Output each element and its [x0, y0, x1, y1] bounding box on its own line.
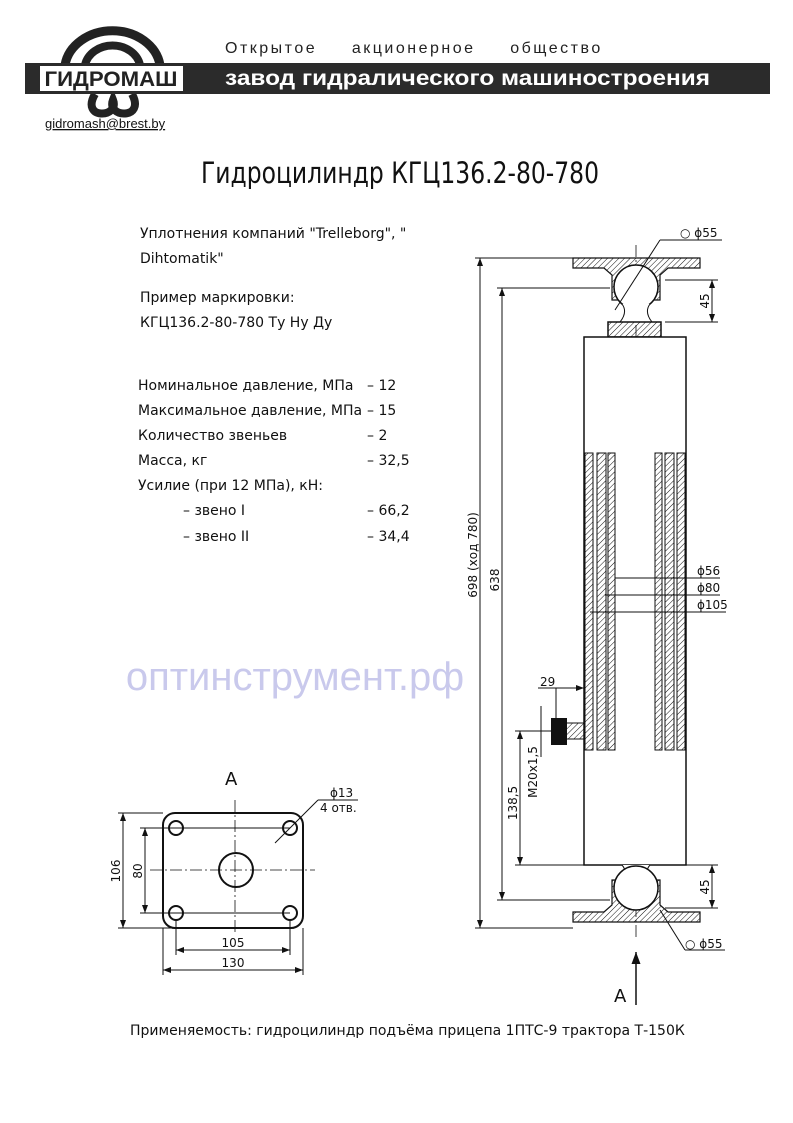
dim-638: 638	[488, 569, 502, 592]
dim-45-bottom: 45	[698, 879, 712, 894]
spec-value: – 34,4	[367, 529, 410, 545]
spec-label: Масса, кг	[138, 453, 207, 469]
email-link[interactable]: gidromash@brest.by	[45, 116, 166, 131]
top-neck	[618, 303, 654, 323]
spec-value: – 12	[367, 378, 396, 394]
marking-label: Пример маркировки:	[140, 290, 295, 306]
spec-value: – 2	[367, 428, 387, 444]
spec-label: Номинальное давление, МПа	[138, 378, 354, 394]
view-a-arrow-label: А	[614, 986, 627, 1007]
dim-29: 29	[540, 675, 555, 689]
dim-45-top: 45	[698, 293, 712, 308]
applicability-note: Применяемость: гидроцилиндр подъёма приц…	[130, 1023, 685, 1039]
port-thread-label: M20x1,5	[526, 746, 540, 798]
seals-line-2: Dihtomatik"	[140, 251, 224, 267]
page-title: Гидроцилиндр КГЦ136.2-80-780	[201, 156, 599, 190]
dim-130: 130	[222, 956, 245, 970]
dim-138-5: 138,5	[506, 786, 520, 820]
spec-label: Усилие (при 12 МПа), кН:	[138, 478, 323, 494]
top-gland	[607, 321, 662, 338]
spec-label: – звено II	[183, 529, 249, 545]
company-name: завод гидралического машиностроения	[225, 67, 710, 90]
dim-total-length: 698 (ход 780)	[466, 512, 480, 598]
spec-label: Максимальное давление, МПа	[138, 403, 362, 419]
company-header: ГИДРОМАШ Открытое акционерное общество з…	[25, 26, 770, 131]
spec-label: – звено I	[183, 503, 245, 519]
dim-ball-bottom: ○ ϕ55	[685, 937, 722, 951]
dim-105: 105	[222, 936, 245, 950]
watermark: оптинструмент.рф	[126, 655, 464, 699]
gidromash-logo	[60, 26, 165, 118]
specs-table: Номинальное давление, МПа – 12 Максималь…	[138, 378, 410, 545]
view-a	[118, 799, 358, 975]
dim-ball-top: ○ ϕ55	[680, 226, 717, 240]
dim-106: 106	[109, 860, 123, 883]
mounting-plate	[162, 812, 304, 929]
spec-value: – 66,2	[367, 503, 410, 519]
hole-diameter: ϕ13	[330, 786, 353, 800]
dim-dia-80: ϕ80	[697, 581, 720, 595]
seals-line-1: Уплотнения компаний "Trelleborg", "	[140, 226, 406, 242]
top-ball	[613, 264, 659, 310]
center-hole	[218, 852, 254, 888]
hole-count: 4 отв.	[320, 801, 357, 815]
dim-dia-56: ϕ56	[697, 564, 720, 578]
port-tube	[555, 722, 585, 740]
notes: Уплотнения компаний "Trelleborg", " Diht…	[140, 226, 406, 331]
dim-dia-105: ϕ105	[697, 598, 728, 612]
bottom-ball	[613, 865, 659, 911]
spec-value: – 15	[367, 403, 396, 419]
spec-value: – 32,5	[367, 453, 410, 469]
section-walls	[584, 452, 686, 751]
company-form: Открытое акционерное общество	[225, 40, 603, 57]
spec-label: Количество звеньев	[138, 428, 287, 444]
view-a-title: А	[225, 769, 238, 790]
marking-example: КГЦ136.2-80-780 Ту Ну Ду	[140, 315, 332, 331]
logo-text: ГИДРОМАШ	[45, 68, 178, 91]
drawing-dimensions: ○ ϕ55 ○ ϕ55 45 45 698 (ход 780) 638 ϕ56 …	[466, 226, 728, 1007]
logo-plate	[40, 66, 183, 91]
dim-80: 80	[131, 863, 145, 878]
cylinder-drawing	[475, 239, 726, 1005]
view-a-labels: А ϕ13 4 отв. 106 80 105 130	[109, 769, 357, 970]
